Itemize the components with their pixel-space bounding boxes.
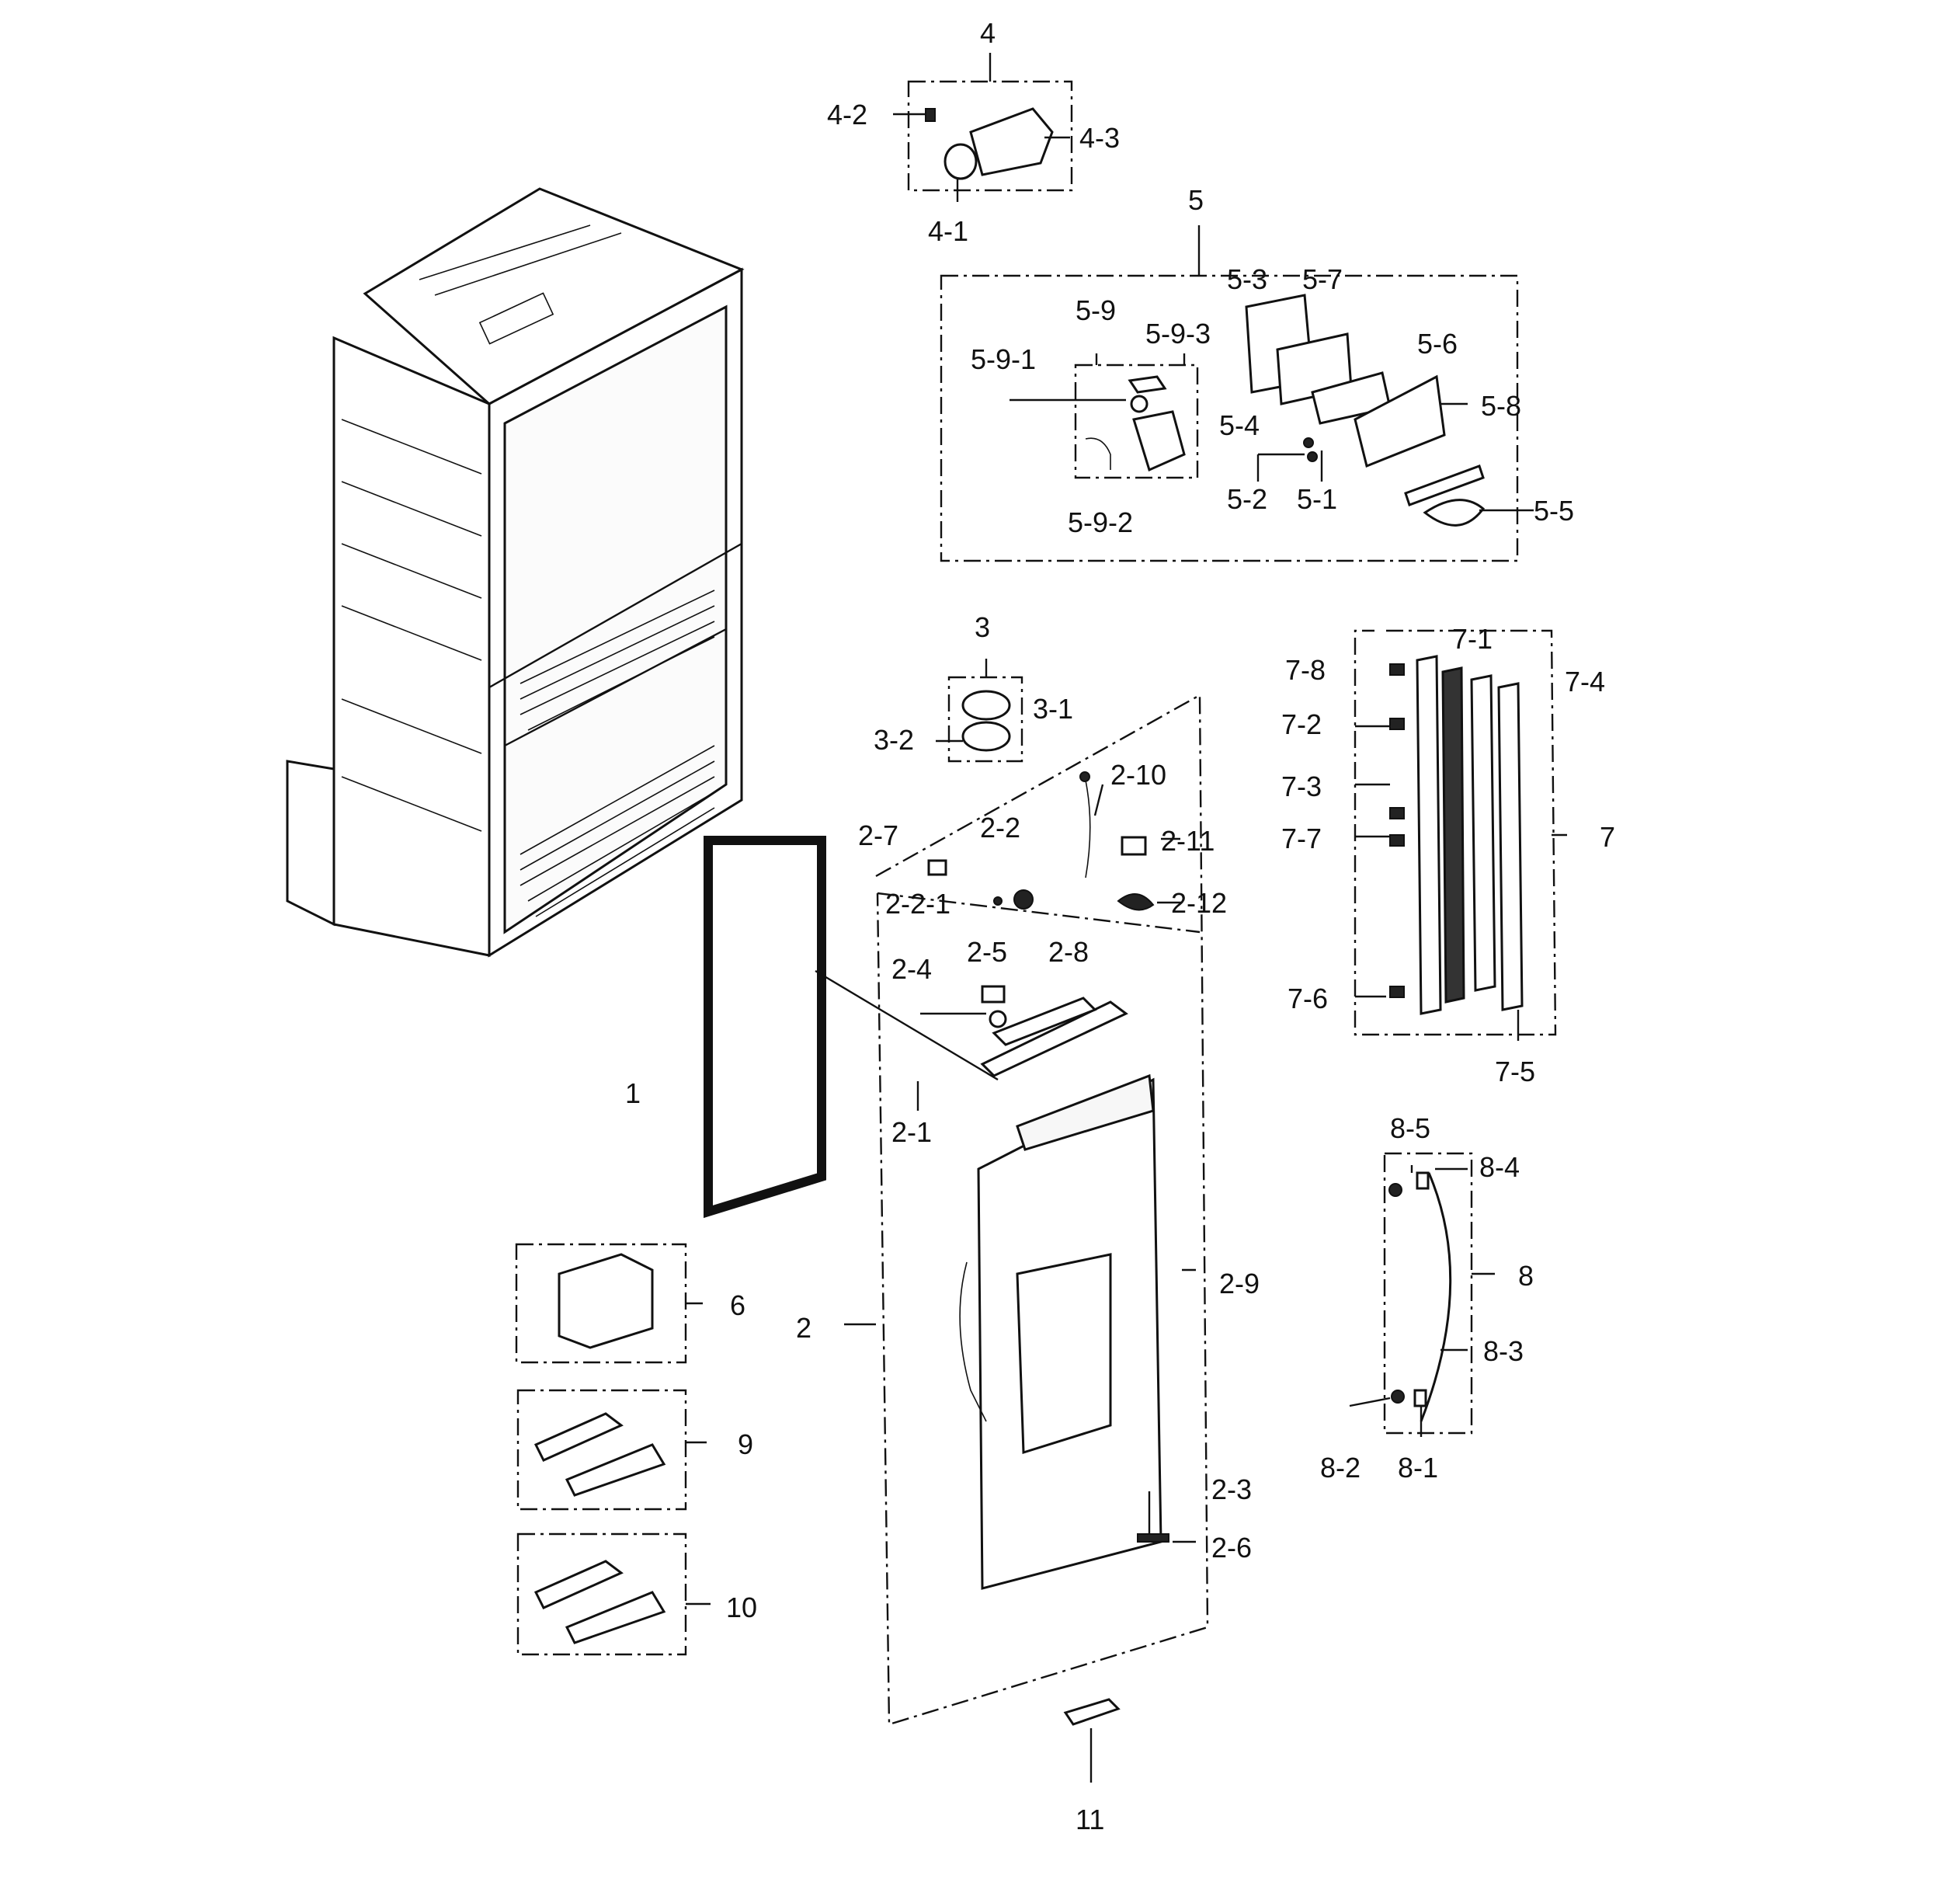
label-7-2: 7-2 xyxy=(1281,708,1322,740)
group-5-box xyxy=(940,225,1534,562)
label-8-2: 8-2 xyxy=(1320,1452,1361,1484)
label-5-8: 5-8 xyxy=(1481,390,1521,422)
label-4-1: 4-1 xyxy=(928,215,968,247)
group-10-box xyxy=(516,1532,711,1656)
label-4: 4 xyxy=(980,17,996,49)
part-11 xyxy=(1063,1698,1121,1783)
label-8-5: 8-5 xyxy=(1390,1112,1430,1144)
callout-labels: 4 4-2 4-3 4-1 5 5-3 5-7 5-9 5-9-3 5-6 5-… xyxy=(625,17,1615,1835)
label-7: 7 xyxy=(1600,821,1615,853)
refrigerator-cabinet xyxy=(286,187,745,958)
label-8-4: 8-4 xyxy=(1479,1151,1520,1183)
label-7-1: 7-1 xyxy=(1452,623,1493,655)
upper-shelf-grid xyxy=(520,590,715,731)
label-2-5: 2-5 xyxy=(967,936,1007,968)
label-5: 5 xyxy=(1188,184,1204,216)
label-5-4: 5-4 xyxy=(1219,409,1260,441)
group-6-box xyxy=(515,1243,703,1364)
label-2-2-1: 2-2-1 xyxy=(885,888,950,920)
label-7-5: 7-5 xyxy=(1495,1056,1535,1087)
label-7-8: 7-8 xyxy=(1285,654,1326,686)
label-2-4: 2-4 xyxy=(891,953,932,985)
label-7-3: 7-3 xyxy=(1281,771,1322,802)
label-1: 1 xyxy=(625,1077,641,1109)
label-5-1: 5-1 xyxy=(1297,483,1337,515)
door-gasket xyxy=(704,836,826,1219)
lower-shelf-grid xyxy=(520,745,715,917)
label-2-3: 2-3 xyxy=(1211,1473,1252,1505)
label-2-9: 2-9 xyxy=(1219,1268,1260,1299)
label-5-5: 5-5 xyxy=(1534,495,1574,527)
label-2-12: 2-12 xyxy=(1171,887,1227,919)
label-2: 2 xyxy=(796,1312,811,1344)
label-2-1: 2-1 xyxy=(891,1116,932,1148)
label-2-2: 2-2 xyxy=(980,812,1020,844)
label-8-3: 8-3 xyxy=(1483,1335,1524,1367)
group-4-box xyxy=(893,53,1073,202)
label-5-9: 5-9 xyxy=(1076,294,1116,326)
label-5-3: 5-3 xyxy=(1227,263,1267,295)
label-10: 10 xyxy=(726,1592,757,1623)
label-7-7: 7-7 xyxy=(1281,823,1322,854)
group-9-box xyxy=(516,1389,707,1511)
label-7-4: 7-4 xyxy=(1565,666,1605,698)
label-3-1: 3-1 xyxy=(1033,693,1073,725)
label-4-2: 4-2 xyxy=(827,99,867,130)
label-3-2: 3-2 xyxy=(874,724,914,756)
label-3: 3 xyxy=(975,611,990,643)
label-8-1: 8-1 xyxy=(1398,1452,1438,1484)
label-7-6: 7-6 xyxy=(1288,983,1328,1014)
label-2-11: 2-11 xyxy=(1161,825,1215,857)
label-2-6: 2-6 xyxy=(1211,1532,1252,1564)
group-7-box xyxy=(1354,629,1567,1041)
label-5-9-3: 5-9-3 xyxy=(1145,318,1211,350)
label-5-6: 5-6 xyxy=(1417,328,1458,360)
group-8-box xyxy=(1349,1152,1495,1437)
label-2-7: 2-7 xyxy=(858,819,898,851)
group-2-door xyxy=(815,693,1209,1726)
label-2-10: 2-10 xyxy=(1110,759,1166,791)
label-5-2: 5-2 xyxy=(1227,483,1267,515)
label-6: 6 xyxy=(730,1289,745,1321)
label-9: 9 xyxy=(738,1428,753,1460)
group-3-box xyxy=(936,659,1023,763)
label-2-8: 2-8 xyxy=(1048,936,1089,968)
label-8: 8 xyxy=(1518,1260,1534,1292)
label-5-7: 5-7 xyxy=(1302,263,1343,295)
label-5-9-2: 5-9-2 xyxy=(1068,506,1133,538)
label-5-9-1: 5-9-1 xyxy=(971,343,1036,375)
label-4-3: 4-3 xyxy=(1079,122,1120,154)
label-11: 11 xyxy=(1076,1804,1104,1835)
